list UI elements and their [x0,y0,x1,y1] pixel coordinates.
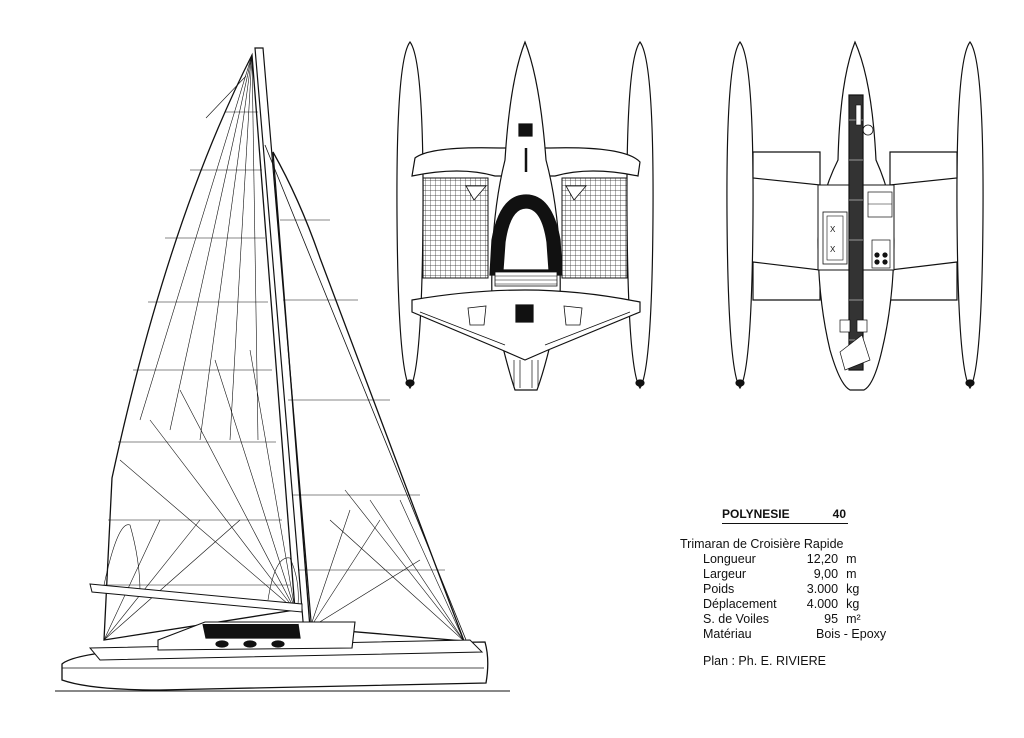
spec-row-material: Matériau Bois - Epoxy [703,627,886,642]
spec-unit: m [846,552,857,566]
spec-label: Longueur [703,552,756,566]
svg-text:X: X [830,225,836,234]
deck-plan [396,40,654,391]
spec-label: Déplacement [703,597,777,611]
boat-subtitle: Trimaran de Croisière Rapide [680,537,844,551]
spec-table: Longueur 12,20 m Largeur 9,00 m Poids 3.… [703,552,886,642]
spec-value: 12,20 [806,552,839,566]
spec-unit: m² [846,612,861,626]
spec-label: S. de Voiles [703,612,770,626]
spec-value: 3.000 [806,582,839,596]
boom [89,583,303,613]
spec-value: 9,00 [813,567,839,581]
material-value: Bois - Epoxy [816,627,887,641]
boat-title: POLYNESIE 40 [722,505,848,524]
spec-row: Largeur 9,00 m [703,567,886,582]
interior-right-float [956,41,984,390]
spec-label: Poids [703,582,735,596]
interior-plan: X X [726,40,984,391]
forestay [264,144,467,641]
genoa [272,151,465,642]
designer-credit: Plan : Ph. E. RIVIERE [703,654,826,668]
spec-row: Longueur 12,20 m [703,552,886,567]
boat-name: POLYNESIE [722,507,790,521]
deck-right-float [626,41,654,390]
interior-left-float [726,41,754,390]
spec-value: 4.000 [806,597,839,611]
spec-value: 95 [824,612,839,626]
svg-text:X: X [830,245,836,254]
spec-unit: kg [846,582,860,596]
genoa-seams [280,219,465,642]
boat-number: 40 [832,507,846,521]
spec-block: POLYNESIE 40 Trimaran de Croisière Rapid… [680,505,980,669]
spec-unit: kg [846,597,860,611]
deck-left-float [396,41,424,390]
spec-unit: m [846,567,857,581]
material-label: Matériau [703,627,752,641]
side-elevation [55,47,510,692]
spec-label: Largeur [703,567,747,581]
mainsail [103,52,296,641]
spec-row: Déplacement 4.000 kg [703,597,886,612]
mainsail-seams [103,54,299,641]
spec-row: S. de Voiles 95 m² [703,612,886,627]
spec-row: Poids 3.000 kg [703,582,886,597]
